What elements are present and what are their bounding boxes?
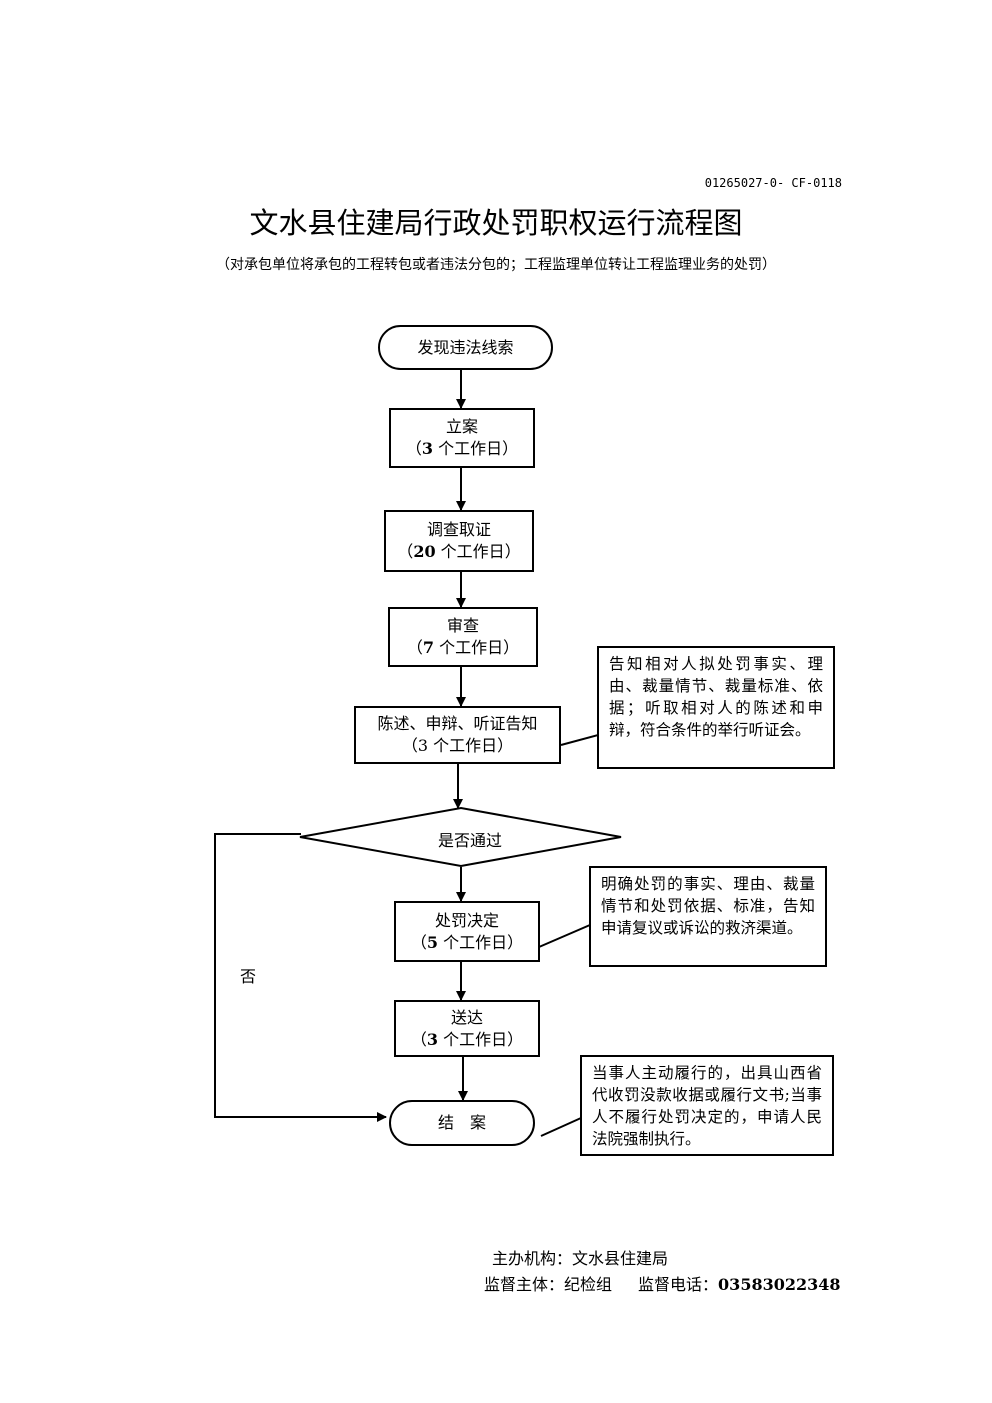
step-label: 处罚决定 — [434, 910, 499, 930]
step-days: 3 — [421, 439, 434, 458]
step-unit: 个工作日 — [439, 638, 504, 657]
flow-step-investigate: 调查取证 （20 个工作日） — [384, 510, 534, 572]
step-days: 5 — [426, 932, 439, 952]
decision-diamond — [299, 806, 622, 868]
document-code: 01265027-0- CF-0118 — [704, 176, 842, 190]
step-days: 7 — [422, 638, 435, 657]
callout-close-pointer — [540, 1116, 582, 1140]
flow-step-hearing-notice: 陈述、申辩、听证告知 （3 个工作日） — [354, 706, 561, 764]
supervisor-label: 监督主体： — [484, 1275, 565, 1294]
step-label: 审查 — [446, 616, 479, 635]
flow-start: 发现违法线索 — [378, 325, 553, 370]
footer-host: 主办机构：文水县住建局 — [492, 1245, 668, 1269]
footer-supervision: 监督主体：纪检组 监督电话：03583022348 — [484, 1271, 841, 1295]
no-branch-label: 否 — [240, 967, 257, 986]
step-unit: 个工作日 — [443, 1029, 508, 1049]
end-label: 结 案 — [437, 1113, 486, 1132]
note-hearing: 告知相对人拟处罚事实、理由、裁量情节、裁量标准、依据；听取相对人的陈述和申辩，符… — [597, 646, 835, 769]
step-label: 送达 — [450, 1007, 483, 1027]
step-unit: 个工作日 — [443, 932, 508, 952]
page-title: 文水县住建局行政处罚职权运行流程图 — [249, 206, 743, 240]
step-label: 调查取证 — [426, 520, 491, 539]
step-days: 3 — [417, 736, 429, 755]
page-subtitle: （对承包单位将承包的工程转包或者违法分包的；工程监理单位转让工程监理业务的处罚） — [216, 257, 776, 273]
step-days: 20 — [413, 542, 436, 561]
note-close: 当事人主动履行的，出具山西省代收罚没款收据或履行文书;当事人不履行处罚决定的，申… — [580, 1055, 834, 1156]
callout-decision-pointer — [538, 923, 591, 948]
flow-step-register: 立案 （3 个工作日） — [389, 408, 535, 468]
step-label: 陈述、申辩、听证告知 — [377, 714, 538, 733]
step-unit: 个工作日 — [438, 439, 503, 458]
step-unit: 个工作日 — [440, 542, 505, 561]
note-decision: 明确处罚的事实、理由、裁量情节和处罚依据、标准，告知申请复议或诉讼的救济渠道。 — [589, 866, 827, 967]
decision-label: 是否通过 — [437, 831, 502, 850]
flow-step-deliver: 送达 （3 个工作日） — [394, 1000, 540, 1057]
host-label: 主办机构： — [492, 1249, 573, 1268]
step-days: 3 — [426, 1029, 439, 1049]
flow-step-review: 审查 （7 个工作日） — [388, 607, 538, 667]
supervisor-value: 纪检组 — [564, 1275, 613, 1294]
no-branch-line — [214, 833, 387, 1122]
start-label: 发现违法线索 — [417, 337, 514, 357]
flow-end: 结 案 — [389, 1100, 535, 1146]
callout-hearing-pointer — [560, 733, 599, 760]
host-value: 文水县住建局 — [572, 1249, 669, 1268]
phone-label: 监督电话： — [638, 1275, 719, 1294]
flow-step-punish-decision: 处罚决定 （5 个工作日） — [394, 901, 540, 962]
step-unit: 个工作日 — [433, 736, 498, 755]
phone-value: 03583022348 — [718, 1275, 841, 1294]
step-label: 立案 — [445, 417, 478, 436]
